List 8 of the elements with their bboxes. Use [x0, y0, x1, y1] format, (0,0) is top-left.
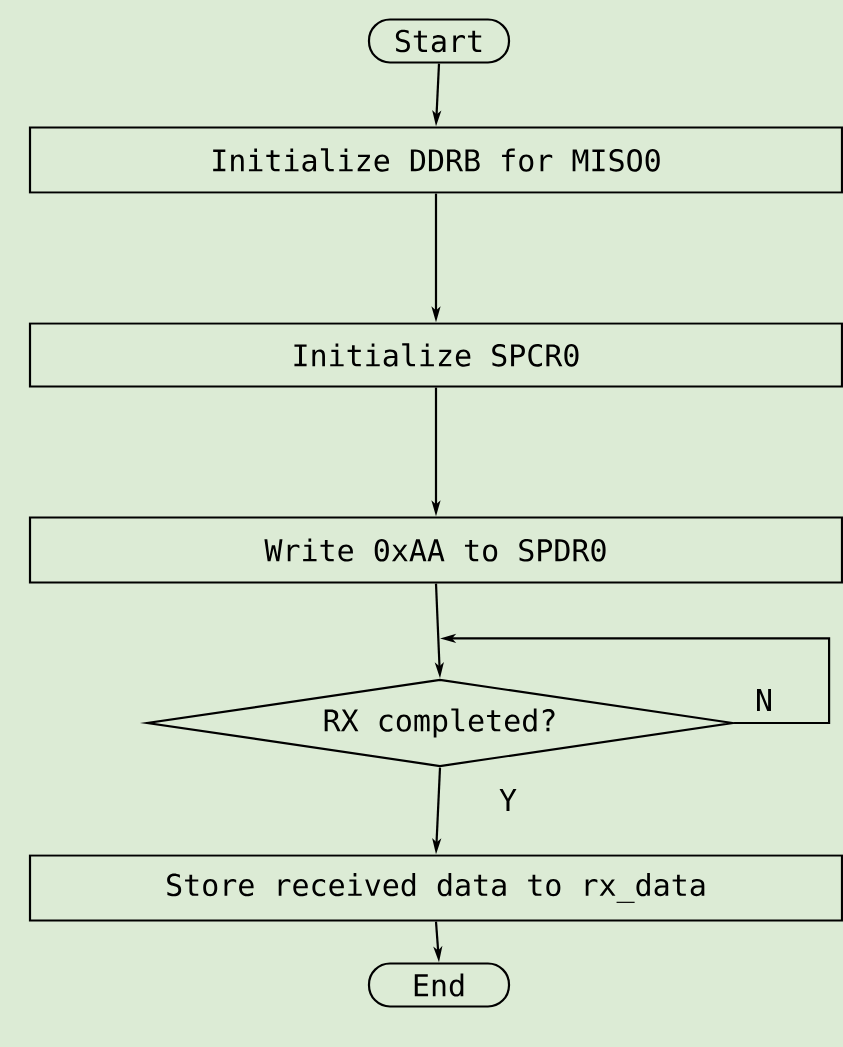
- terminal-box: Start: [367, 18, 511, 64]
- edge-label: Y: [499, 789, 517, 811]
- process-box: Initialize DDRB for MISO0: [28, 126, 843, 194]
- process-box: Write 0xAA to SPDR0: [28, 516, 843, 584]
- process-box: Store received data to rx_data: [28, 854, 843, 922]
- edge-label: N: [757, 689, 771, 711]
- terminal-box: End: [367, 962, 511, 1008]
- process-box: Initialize SPCR0: [28, 322, 843, 388]
